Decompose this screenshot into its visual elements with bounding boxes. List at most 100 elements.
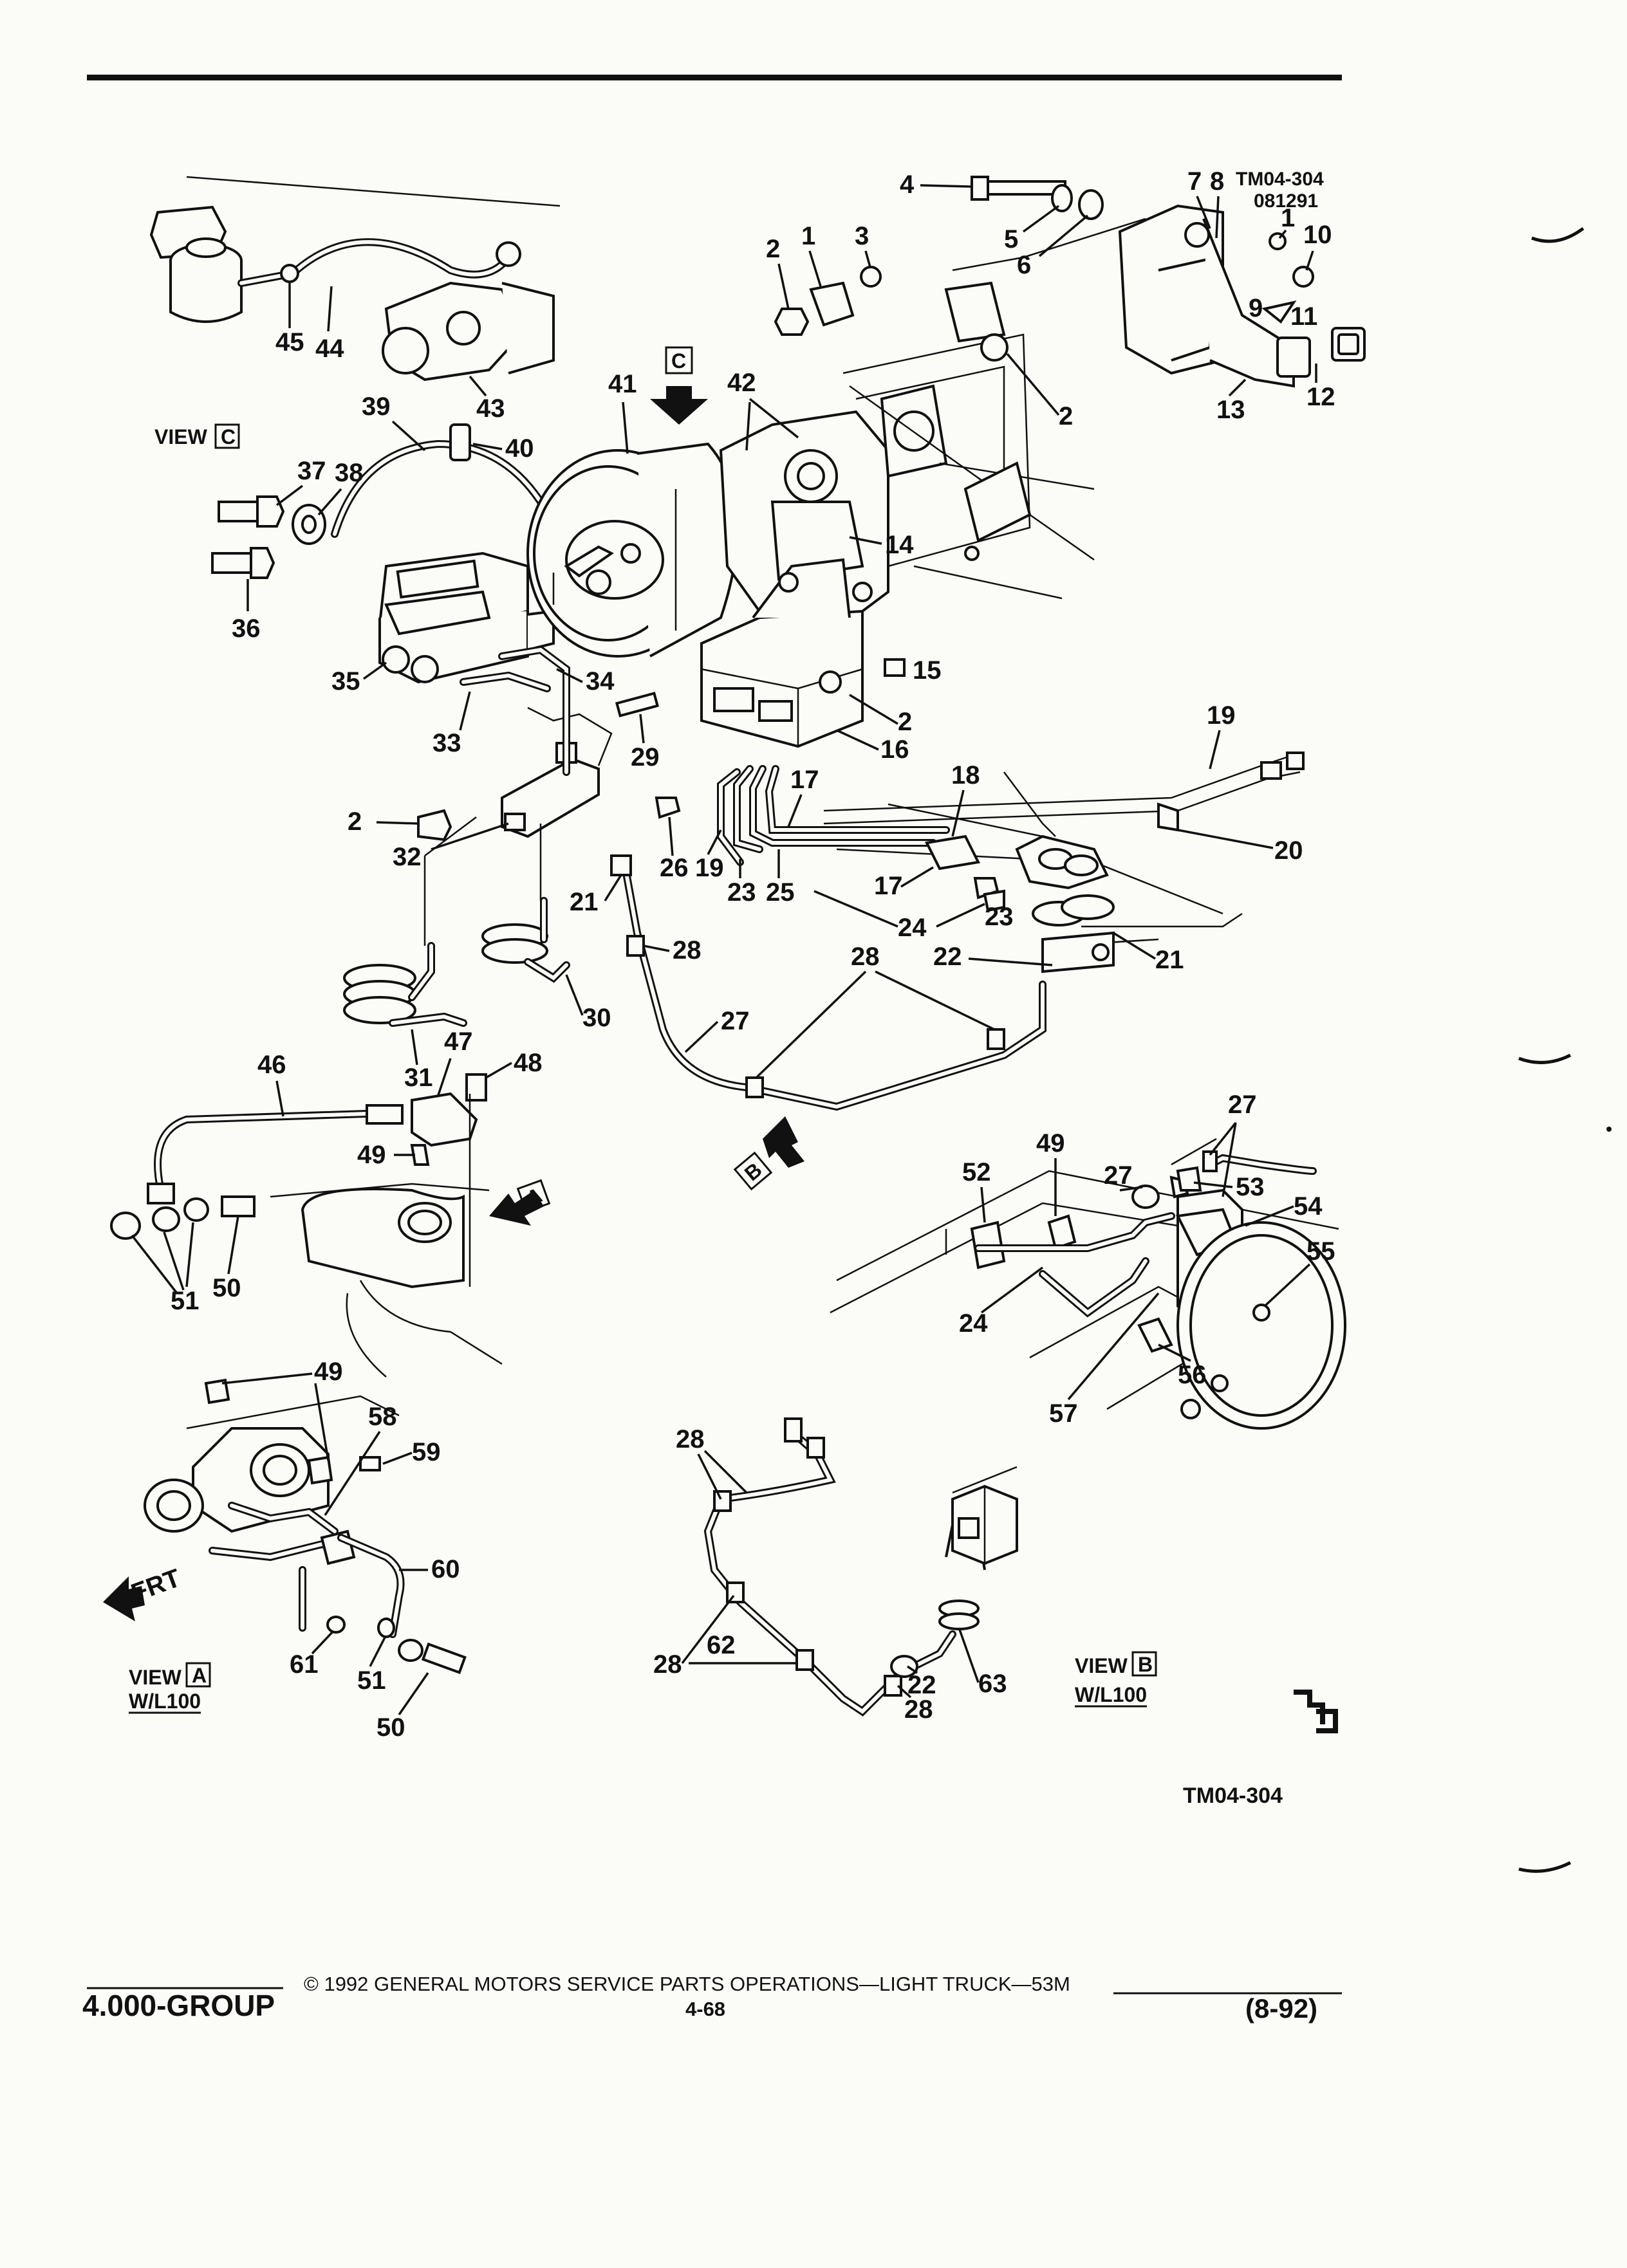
- callout-41: 41: [608, 370, 637, 398]
- callout-43: 43: [476, 394, 505, 423]
- rear-axle-detail: [830, 1138, 1346, 1430]
- callout-48: 48: [514, 1049, 543, 1077]
- callout-17-upper: 17: [790, 766, 819, 794]
- callout-31: 31: [404, 1064, 433, 1092]
- frt-arrow: [103, 1576, 145, 1621]
- callout-37: 37: [297, 457, 326, 485]
- callout-2-abs: 2: [898, 708, 912, 736]
- callout-55: 55: [1306, 1237, 1335, 1266]
- callout-63: 63: [978, 1670, 1007, 1698]
- callout-60: 60: [431, 1555, 460, 1583]
- drawing-date: 081291: [1254, 190, 1318, 212]
- callout-28-center: 28: [851, 943, 880, 971]
- callout-49-right: 49: [1036, 1129, 1065, 1157]
- callout-33: 33: [432, 729, 461, 757]
- fittings-36-38: [211, 495, 326, 579]
- callout-25: 25: [766, 878, 795, 907]
- callout-23-right: 23: [985, 903, 1014, 931]
- callout-24-right: 24: [959, 1309, 988, 1338]
- combination-valve-32: [417, 645, 660, 842]
- callout-49-view-a: 49: [314, 1358, 343, 1386]
- callout-11: 11: [1290, 302, 1317, 331]
- callout-59: 59: [412, 1438, 441, 1466]
- revision-date: (8-92): [1245, 1993, 1318, 2024]
- view-a-box-frame: [185, 1662, 211, 1688]
- arrow-a-box-frame: [516, 1179, 551, 1213]
- callout-27-right: 27: [1228, 1091, 1257, 1119]
- callout-57: 57: [1049, 1399, 1078, 1428]
- callout-62: 62: [707, 1631, 736, 1659]
- margin-mark: [1531, 226, 1585, 243]
- callout-36: 36: [232, 614, 261, 643]
- group-label: 4.000-GROUP: [82, 1989, 275, 2022]
- callout-50-view-a: 50: [377, 1713, 405, 1742]
- callout-53: 53: [1236, 1173, 1265, 1201]
- callout-4: 4: [900, 171, 915, 199]
- arrow-b-box-frame: [733, 1151, 773, 1191]
- callout-42: 42: [727, 369, 756, 397]
- callout-51-view-a: 51: [357, 1666, 386, 1695]
- view-b-sub: W/L100: [1075, 1683, 1147, 1706]
- callout-2-valve: 2: [348, 807, 362, 836]
- footer-drawing-id: TM04-304: [1183, 1784, 1283, 1808]
- callout-12: 12: [1306, 383, 1335, 411]
- brake-line-27: [610, 854, 1046, 1111]
- callout-56: 56: [1178, 1361, 1207, 1389]
- callout-19-center: 19: [695, 854, 724, 882]
- callout-49-mid: 49: [357, 1141, 386, 1169]
- callout-1-top: 1: [801, 222, 815, 250]
- callout-3: 3: [855, 222, 869, 250]
- view-a-detail: [144, 1378, 467, 1675]
- callout-2-top: 2: [766, 235, 780, 263]
- callout-29: 29: [631, 743, 660, 771]
- arrow-b: [763, 1116, 804, 1168]
- callout-44: 44: [315, 335, 344, 363]
- callout-28-vb-top: 28: [676, 1425, 705, 1453]
- callout-18: 18: [951, 761, 980, 789]
- top-rule: [87, 75, 1342, 80]
- callout-58: 58: [368, 1403, 397, 1431]
- callout-61: 61: [290, 1650, 319, 1679]
- brake-pedal-assembly: [1118, 204, 1366, 388]
- callout-15: 15: [913, 656, 942, 685]
- callout-28-left: 28: [673, 936, 702, 964]
- callout-6: 6: [1017, 251, 1031, 279]
- callout-19-right: 19: [1207, 701, 1236, 730]
- bolt-4-washers: [944, 176, 1146, 362]
- callout-40: 40: [505, 434, 534, 463]
- view-b-box: B: [1138, 1653, 1153, 1676]
- callout-7: 7: [1187, 167, 1202, 196]
- callout-27-center: 27: [721, 1007, 750, 1035]
- abs-modulator-16: [700, 558, 906, 748]
- callout-38: 38: [335, 459, 364, 487]
- view-c-label: VIEW: [154, 425, 208, 448]
- view-a-sub: W/L100: [129, 1690, 201, 1713]
- callout-30: 30: [582, 1004, 611, 1032]
- page-number: 4-68: [685, 1998, 726, 2020]
- callout-24-center: 24: [898, 914, 927, 942]
- view-b-label: VIEW: [1075, 1654, 1128, 1677]
- callout-27-axle: 27: [1104, 1161, 1133, 1190]
- callout-17-lower: 17: [874, 872, 903, 900]
- callout-52: 52: [962, 1158, 991, 1186]
- callout-35: 35: [331, 667, 360, 696]
- callout-54: 54: [1294, 1192, 1323, 1221]
- callout-5: 5: [1004, 225, 1018, 254]
- view-c-box-frame: [214, 423, 240, 449]
- view-a-box: A: [192, 1664, 207, 1687]
- callout-22: 22: [933, 943, 962, 971]
- callout-28-vb-bottom: 28: [904, 1695, 933, 1724]
- callout-21-left: 21: [570, 888, 599, 916]
- callout-46: 46: [257, 1051, 286, 1079]
- callout-23-left: 23: [727, 878, 756, 907]
- callout-13: 13: [1216, 396, 1245, 424]
- firewall-bracket-42: [719, 333, 1095, 632]
- master-cylinder-35: [378, 551, 555, 684]
- callout-1-pedal: 1: [1281, 204, 1295, 232]
- drawing-id: TM04-304: [1236, 169, 1324, 190]
- callout-39: 39: [362, 392, 391, 421]
- brake-line-coils: [343, 897, 570, 1027]
- front-hose-46: [110, 1073, 503, 1378]
- arrow-c-box-frame: [665, 346, 693, 374]
- publisher-mark: [1294, 1690, 1325, 1724]
